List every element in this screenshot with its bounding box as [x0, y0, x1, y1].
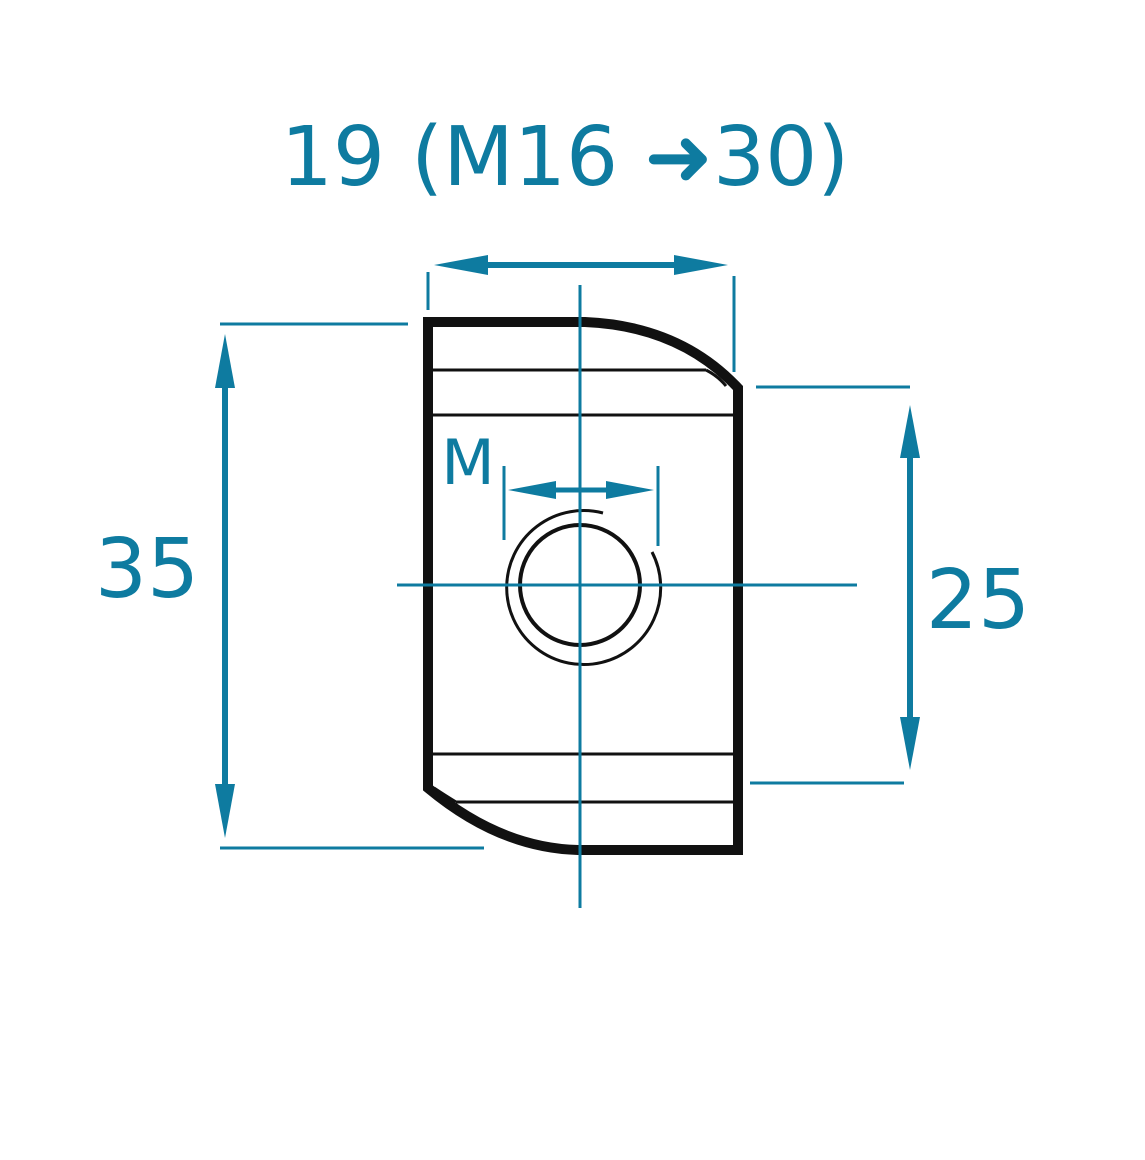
width-arrowhead-left	[434, 255, 488, 275]
height-inner-arrowhead-bottom	[900, 717, 920, 770]
height-inner-arrowhead-top	[900, 405, 920, 458]
height-dimension-inner	[750, 385, 913, 785]
width-dimension-label: 19 (M16 ➜30)	[281, 110, 850, 205]
height-total-arrowhead-top	[215, 334, 235, 388]
edge-chamfer-top	[705, 368, 728, 387]
nut-outline	[423, 317, 743, 855]
thread-arrowhead-left	[508, 481, 556, 499]
width-arrowhead-right	[674, 255, 728, 275]
height-total-label: 35	[95, 522, 199, 617]
center-lines	[397, 285, 857, 908]
thread-arrowhead-right	[606, 481, 654, 499]
height-total-arrowhead-bottom	[215, 784, 235, 838]
width-dimension	[426, 262, 736, 372]
edge-chamfer-bottom	[433, 786, 457, 804]
nut-inner-edges	[432, 368, 734, 804]
height-dimension-total	[220, 322, 484, 850]
thread-hole-outer-arc	[505, 509, 663, 667]
height-inner-label: 25	[926, 553, 1030, 648]
thread-label: M	[441, 426, 495, 499]
